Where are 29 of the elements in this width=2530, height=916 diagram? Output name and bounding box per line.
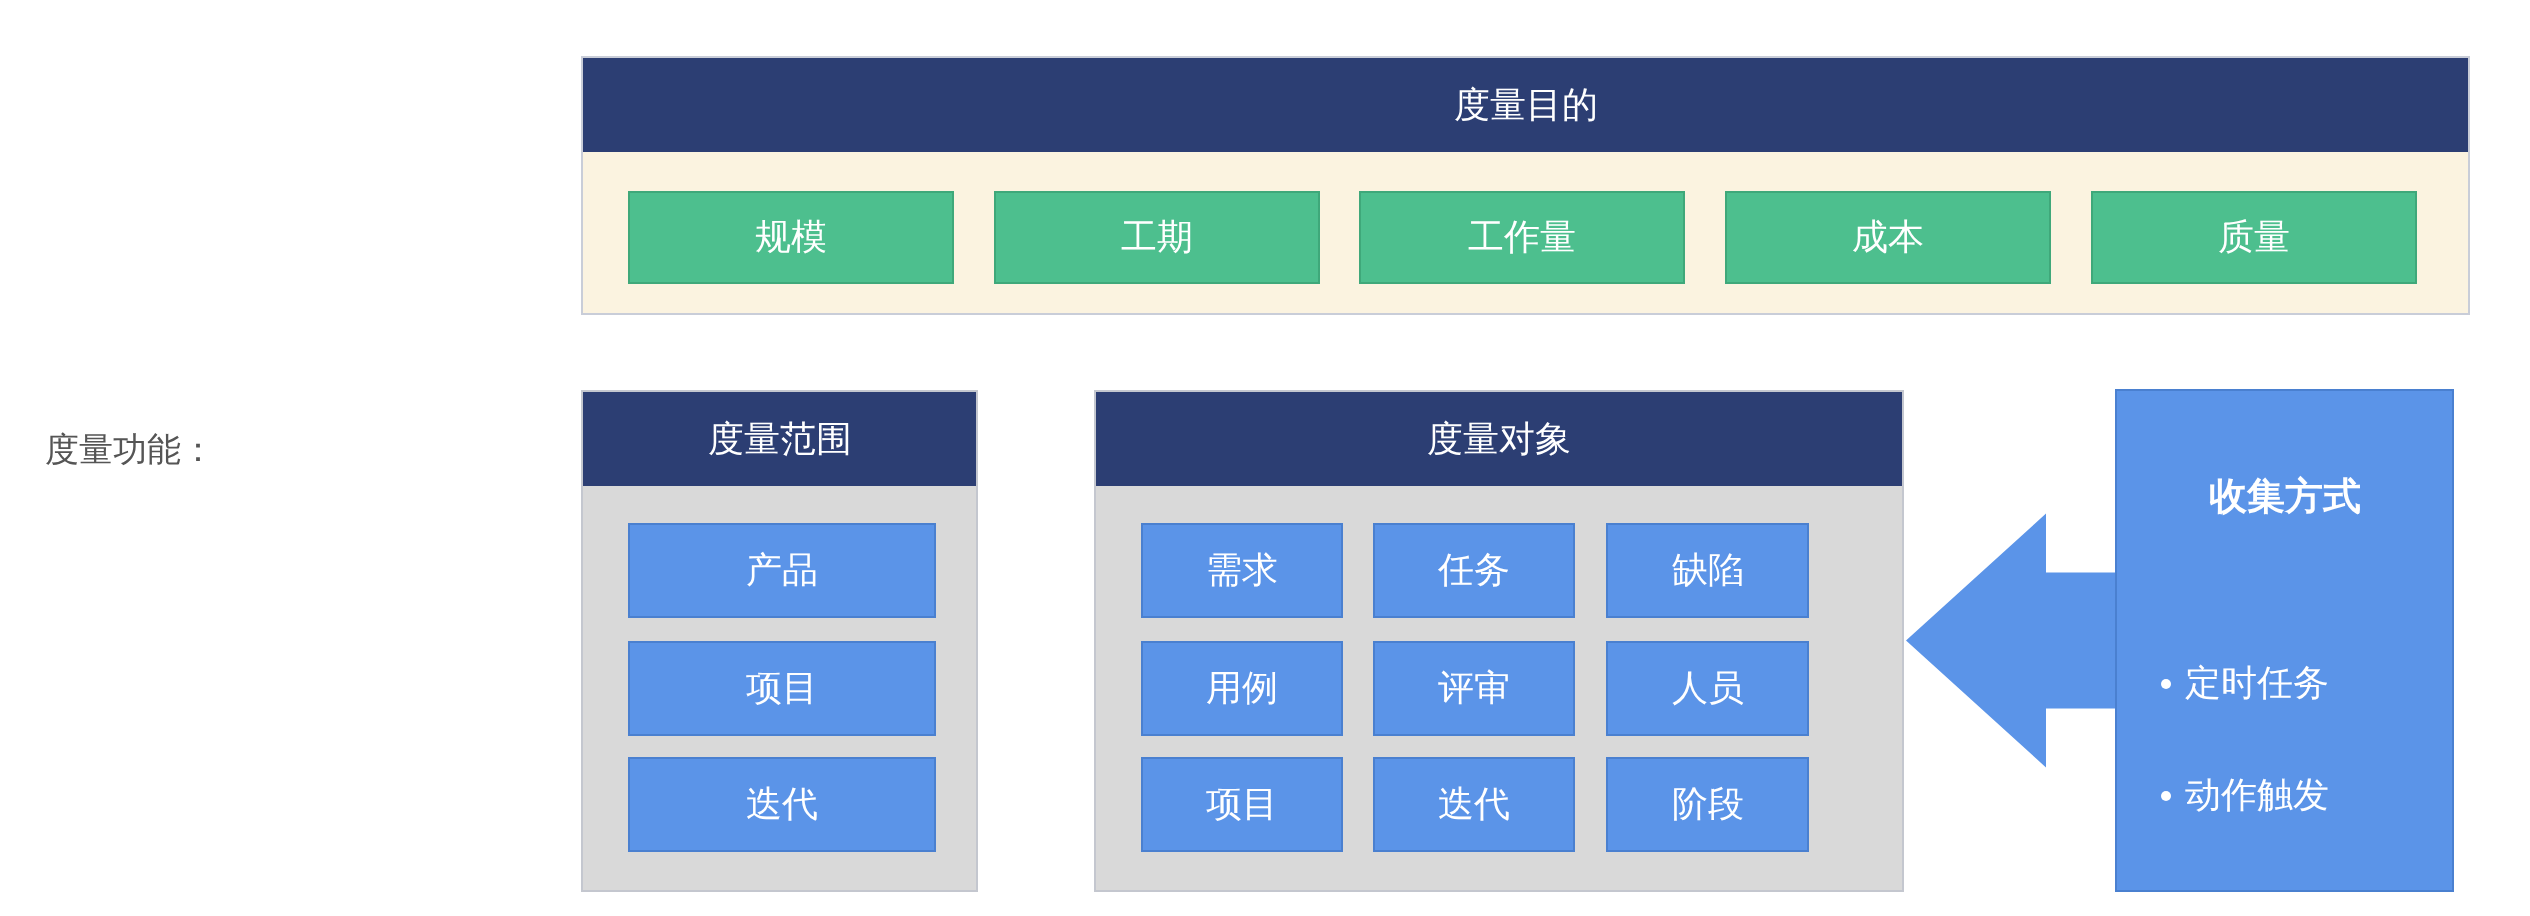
category-box: 规模: [628, 191, 954, 284]
category-box: 缺陷: [1606, 523, 1809, 618]
group-panel: [1094, 390, 1904, 892]
box-heading: 收集方式: [2207, 473, 2362, 520]
bullet-item: 动作触发: [2185, 773, 2329, 817]
category-box: 工期: [994, 191, 1320, 284]
category-box: 产品: [628, 523, 936, 618]
group-panel: [581, 390, 978, 892]
category-box: 迭代: [628, 757, 936, 852]
panel-header: 度量目的: [583, 58, 2468, 152]
category-box: 工作量: [1359, 191, 1685, 284]
category-box: 任务: [1373, 523, 1575, 618]
category-box: 需求: [1141, 523, 1343, 618]
group-panel: [581, 56, 2470, 315]
section-label: 度量功能：: [45, 428, 215, 471]
category-box: 迭代: [1373, 757, 1575, 852]
block-arrow: [1906, 513, 2115, 768]
category-box: 阶段: [1606, 757, 1809, 852]
category-box: 项目: [628, 641, 936, 736]
category-box: 评审: [1373, 641, 1575, 736]
category-box: 人员: [1606, 641, 1809, 736]
panel-header: 度量对象: [1096, 392, 1902, 486]
category-box: 质量: [2091, 191, 2417, 284]
category-box: 项目: [1141, 757, 1343, 852]
panel-header: 度量范围: [583, 392, 976, 486]
bullet-item: 定时任务: [2185, 661, 2329, 705]
category-box: 成本: [1725, 191, 2051, 284]
collection-box: [2115, 389, 2454, 892]
category-box: 用例: [1141, 641, 1343, 736]
